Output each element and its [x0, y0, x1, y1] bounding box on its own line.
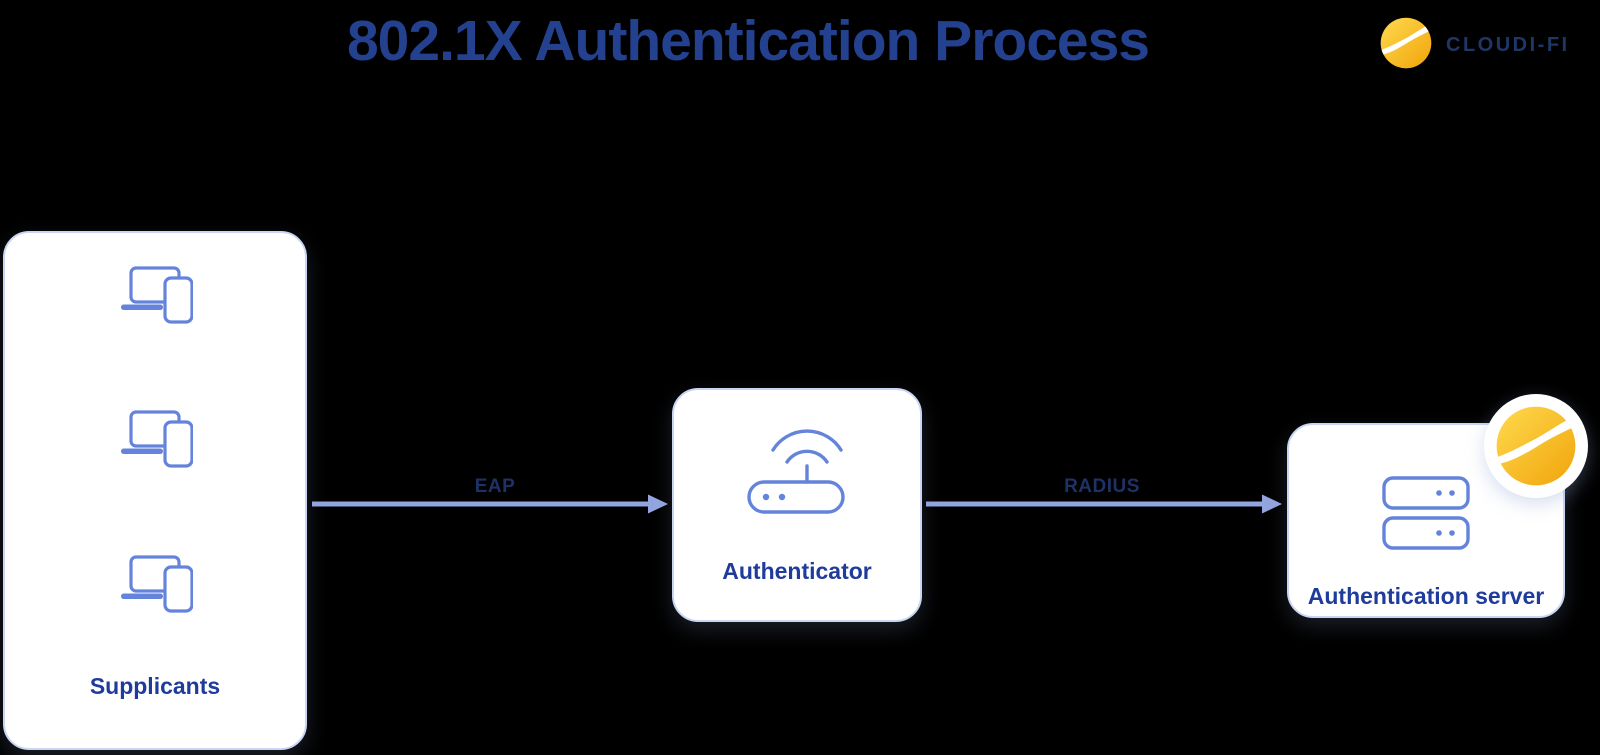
authenticator-label: Authenticator	[722, 558, 872, 584]
page-title: 802.1X Authentication Process	[346, 9, 1150, 73]
supplicants-label: Supplicants	[89, 673, 221, 699]
radius-arrow	[926, 494, 1282, 514]
eap-label: EAP	[474, 476, 516, 497]
laptop-phone-icon	[117, 547, 194, 618]
cloudifi-logo-icon	[1379, 16, 1433, 75]
brand-name: CLOUDI-FI	[1446, 34, 1570, 56]
laptop-phone-icon	[117, 402, 194, 473]
laptop-phone-icon	[117, 258, 194, 329]
wireless-access-point-icon	[747, 424, 847, 519]
node-supplicants: Supplicants	[3, 231, 307, 750]
server-stack-icon	[1382, 476, 1470, 555]
cloudifi-logo-badge	[1484, 394, 1588, 498]
radius-label: RADIUS	[1064, 476, 1140, 497]
brand-logo: CLOUDI-FI	[1379, 16, 1570, 75]
eap-arrow	[312, 494, 668, 514]
auth-server-label: Authentication server	[1307, 583, 1545, 609]
node-authenticator: Authenticator	[672, 388, 922, 622]
